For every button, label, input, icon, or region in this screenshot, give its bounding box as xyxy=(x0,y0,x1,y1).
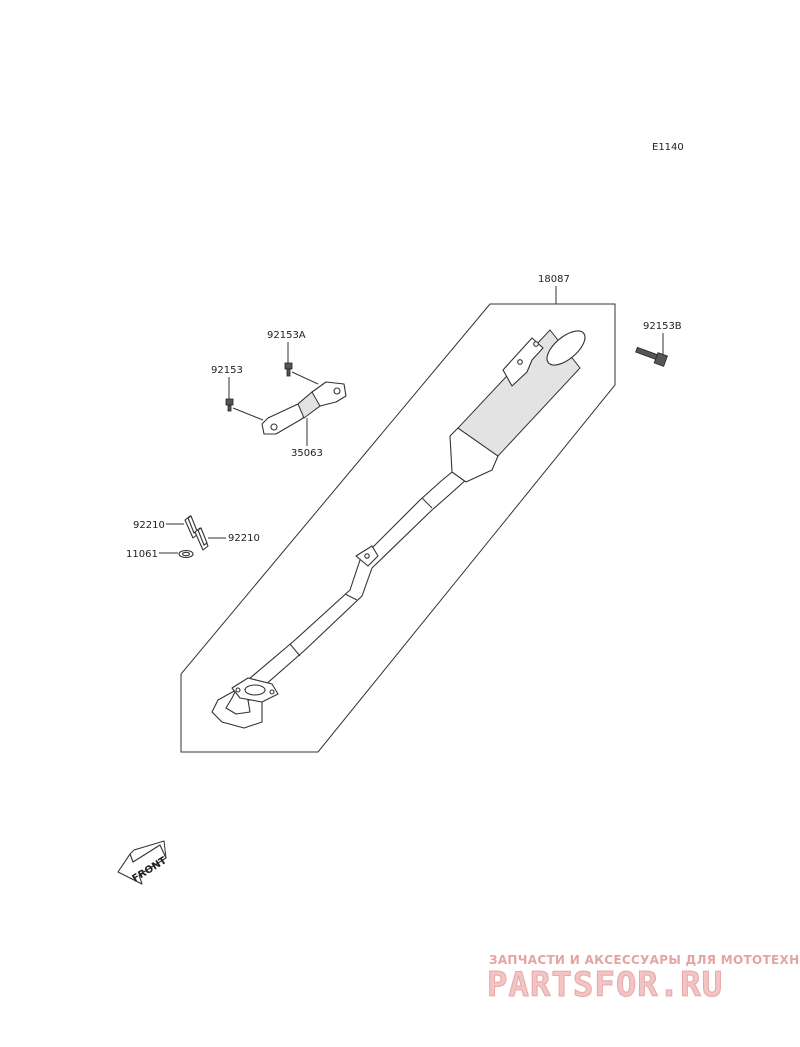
front-direction-arrow: FRONT xyxy=(117,840,169,885)
gasket-hole xyxy=(181,551,191,557)
front-arrow-depth xyxy=(129,840,167,859)
assembly-line-bolt-a xyxy=(291,371,319,385)
flange-port xyxy=(244,684,266,696)
pipe-band xyxy=(289,643,301,657)
assembly-line-bolt xyxy=(232,407,264,421)
clamp-right-slot xyxy=(197,527,208,546)
label-bolt-b[interactable]: 92153B xyxy=(643,321,682,332)
bracket-flange xyxy=(297,391,321,419)
flange-hole xyxy=(269,689,275,695)
label-bolt-a[interactable]: 92153A xyxy=(267,330,306,341)
muffler-assembly[interactable] xyxy=(211,325,591,729)
muffler-mount-hole xyxy=(533,341,539,347)
watermark-tagline: ЗАПЧАСТИ И АКСЕССУАРЫ ДЛЯ МОТОТЕХНИКИ xyxy=(489,953,800,967)
front-arrow-shape xyxy=(117,844,167,885)
label-bracket[interactable]: 35063 xyxy=(291,448,323,459)
bolt-head xyxy=(225,398,234,406)
bolt-a[interactable] xyxy=(284,362,293,377)
bracket-hole xyxy=(333,387,341,395)
diagram-code: E1140 xyxy=(652,142,684,153)
pipe-band xyxy=(421,497,433,509)
bolt-b-head xyxy=(653,352,668,367)
flange-hole xyxy=(235,687,241,693)
bolt-shank xyxy=(227,404,232,412)
pipe-mount-hole xyxy=(364,553,370,559)
muffler-mount-bracket xyxy=(502,337,544,387)
label-bolt[interactable]: 92153 xyxy=(211,365,243,376)
header-pipe xyxy=(235,465,469,701)
pipe-band xyxy=(344,593,358,601)
muffler-mount-hole xyxy=(517,359,523,365)
bolt[interactable] xyxy=(225,398,234,412)
bolt-b[interactable] xyxy=(635,346,668,367)
bracket-hole xyxy=(270,423,278,431)
label-clamp-left[interactable]: 92210 xyxy=(133,520,165,531)
bolt-a-head xyxy=(284,362,293,370)
label-muffler[interactable]: 18087 xyxy=(538,274,570,285)
bracket[interactable] xyxy=(261,381,347,435)
label-gasket[interactable]: 11061 xyxy=(126,549,158,560)
bolt-a-shank xyxy=(286,368,291,377)
clamp-right[interactable] xyxy=(194,527,209,551)
assembly-outline xyxy=(180,303,616,753)
muffler-end-cap xyxy=(546,330,586,366)
watermark-logo: PARTSFOR.RU xyxy=(487,965,723,1005)
bolt-b-shank xyxy=(635,346,659,361)
label-clamp-right[interactable]: 92210 xyxy=(228,533,260,544)
